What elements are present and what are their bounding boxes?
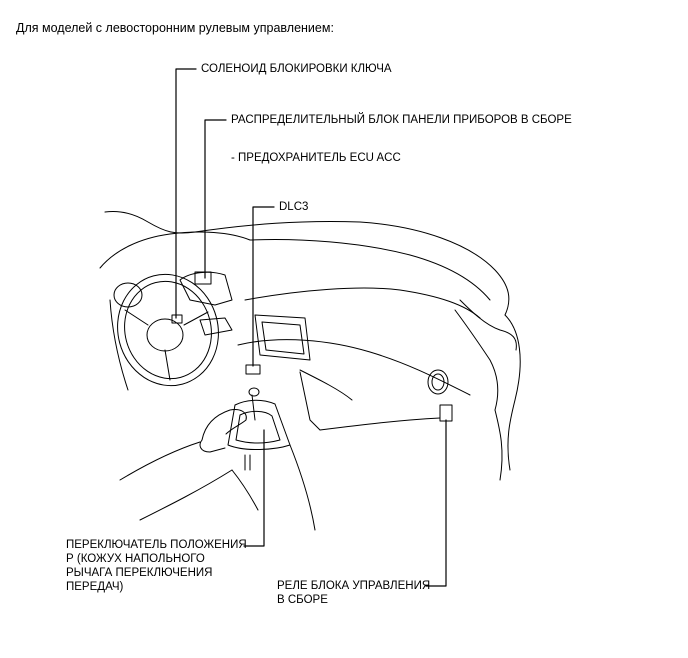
label-key-solenoid: СОЛЕНОИД БЛОКИРОВКИ КЛЮЧА [201, 63, 392, 75]
label-junction-block: РАСПРЕДЕЛИТЕЛЬНЫЙ БЛОК ПАНЕЛИ ПРИБОРОВ В… [231, 114, 572, 126]
shift-lever [227, 387, 291, 471]
label-control-relay: РЕЛЕ БЛОКА УПРАВЛЕНИЯ В СБОРЕ [277, 580, 431, 606]
air-vent [427, 369, 449, 395]
leader-control-relay [425, 419, 447, 587]
hand [119, 409, 247, 521]
label-fuse-ecu-acc: - ПРЕДОХРАНИТЕЛЬ ECU ACC [231, 152, 401, 164]
label-shift-switch: ПЕРЕКЛЮЧАТЕЛЬ ПОЛОЖЕНИЯ Р (КОЖУХ НАПОЛЬН… [66, 539, 247, 593]
center-display [254, 314, 311, 361]
leader-shift-switch [243, 429, 265, 547]
leader-lines [175, 68, 447, 587]
console-lines [231, 444, 316, 531]
page-title: Для моделей с левосторонним рулевым упра… [16, 21, 334, 35]
dashboard-outline [99, 211, 521, 481]
leader-dlc3 [252, 206, 275, 367]
relay-unit [439, 404, 453, 422]
label-dlc3: DLC3 [279, 201, 309, 213]
instrument-cluster [171, 271, 233, 336]
leader-junction-block [204, 119, 227, 279]
leader-key-solenoid [175, 68, 197, 319]
